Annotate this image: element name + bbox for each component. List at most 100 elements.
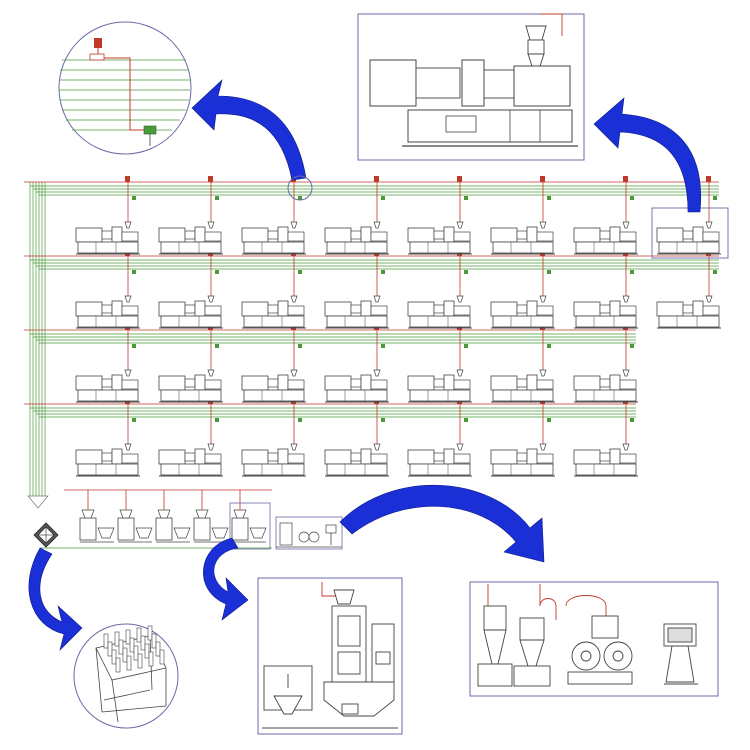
material-valve-icon <box>464 270 468 274</box>
material-valve-icon <box>381 418 385 422</box>
injection-machine-icon <box>158 295 224 329</box>
material-valve-icon <box>464 196 468 200</box>
dryer-icon <box>193 509 229 543</box>
valve-icon <box>706 176 711 182</box>
material-valve-icon <box>132 418 136 422</box>
valve-icon <box>540 176 545 182</box>
blower-control-callout <box>469 581 719 697</box>
material-valve-icon <box>713 270 717 274</box>
injection-machine-icon <box>573 443 639 477</box>
station-nozzle <box>115 657 121 673</box>
material-valve-icon <box>547 270 551 274</box>
dryer-icon <box>231 509 267 543</box>
station-nozzle <box>114 631 120 647</box>
injection-machine-detail-callout <box>357 13 585 161</box>
injection-machine-icon <box>490 221 556 255</box>
station-nozzle <box>151 633 157 649</box>
station-nozzle <box>103 633 109 649</box>
injection-machine-icon <box>407 295 473 329</box>
station-nozzle <box>125 629 131 645</box>
injection-machine-icon <box>241 369 307 403</box>
injection-machine-icon <box>75 369 141 403</box>
injection-machine-icon <box>573 221 639 255</box>
material-valve-icon <box>630 418 634 422</box>
valve-icon <box>374 176 379 182</box>
station-nozzle <box>122 647 128 663</box>
injection-molding-machine-icon <box>369 13 578 147</box>
material-valve-icon <box>298 418 302 422</box>
valve-icon <box>125 176 130 182</box>
station-nozzle <box>126 655 132 671</box>
header-bundle-funnel <box>27 495 49 509</box>
material-valve-icon <box>298 270 302 274</box>
material-valve-icon <box>132 196 136 200</box>
dryer-loader-icon <box>262 582 398 729</box>
material-valve-icon <box>215 418 219 422</box>
material-valve-icon <box>630 196 634 200</box>
material-station-row <box>33 489 343 550</box>
valve-icon <box>457 176 462 182</box>
injection-machine-icon <box>407 369 473 403</box>
material-valve-icon <box>464 418 468 422</box>
material-valve-icon <box>132 270 136 274</box>
station-nozzle <box>129 637 135 653</box>
station-nozzle <box>111 649 117 665</box>
dryer-group <box>40 489 272 549</box>
station-nozzle <box>107 641 113 657</box>
injection-machine-icon <box>490 369 556 403</box>
station-nozzle <box>140 635 146 651</box>
injection-machine-icon <box>324 369 390 403</box>
injection-machine-icon <box>75 443 141 477</box>
station-nozzle <box>159 649 165 665</box>
arrow-to-station-detail <box>28 547 83 651</box>
pipe-valve-detail-callout <box>58 21 313 201</box>
material-valve-icon <box>381 270 385 274</box>
material-valve-icon <box>215 270 219 274</box>
detail-magnifier-circle <box>287 175 313 201</box>
material-valve-icon <box>713 196 717 200</box>
material-valve-icon <box>547 196 551 200</box>
injection-machine-icon <box>158 221 224 255</box>
station-nozzle <box>144 643 150 659</box>
station-nozzle <box>118 639 124 655</box>
injection-machine-icon <box>324 221 390 255</box>
station-nozzle <box>147 625 153 641</box>
injection-machine-icon <box>158 443 224 477</box>
material-valve-icon <box>464 344 468 348</box>
injection-machine-icon <box>324 295 390 329</box>
distribution-station-callout <box>73 623 179 729</box>
station-nozzle <box>136 627 142 643</box>
conveying-pipe-network <box>24 176 719 509</box>
station-nozzle <box>155 641 161 657</box>
blower-station-icon <box>275 516 343 550</box>
blower-control-cabinet-icon <box>477 584 698 687</box>
injection-machine-icon <box>490 295 556 329</box>
material-valve-icon <box>215 344 219 348</box>
callout-arrows <box>28 79 702 651</box>
dryer-icon <box>79 509 115 543</box>
material-valve-icon <box>381 196 385 200</box>
injection-machine-icon <box>490 443 556 477</box>
injection-machine-icon <box>656 295 722 329</box>
injection-machine-icon <box>407 221 473 255</box>
material-valve-icon <box>547 418 551 422</box>
valve-icon <box>623 176 628 182</box>
injection-machine-array <box>75 207 729 477</box>
injection-machine-icon <box>241 443 307 477</box>
arrow-to-blower-detail <box>339 484 545 563</box>
material-valve-icon <box>132 344 136 348</box>
injection-machine-icon <box>75 221 141 255</box>
material-valve-icon <box>298 344 302 348</box>
material-valve-icon <box>630 344 634 348</box>
arrow-to-valve-detail <box>191 79 307 181</box>
injection-machine-icon <box>573 295 639 329</box>
material-valve-icon <box>298 196 302 200</box>
injection-machine-icon <box>573 369 639 403</box>
dryer-icon <box>117 509 153 543</box>
distribution-station-icon <box>95 625 167 723</box>
injection-machine-icon <box>158 369 224 403</box>
station-nozzle <box>137 653 143 669</box>
station-nozzle <box>148 651 154 667</box>
material-valve-icon <box>630 270 634 274</box>
